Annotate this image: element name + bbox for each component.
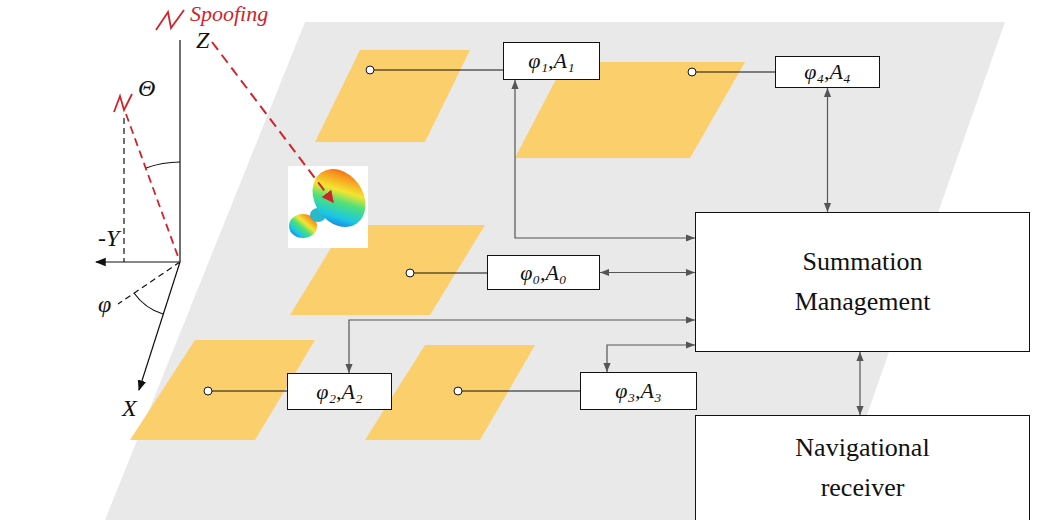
- spoofing-label: Spoofing: [190, 3, 268, 25]
- signal-connector: [349, 320, 695, 373]
- feed-point: [204, 387, 212, 395]
- feed-line: [374, 70, 503, 71]
- axis-label: -Y: [98, 226, 119, 250]
- signal-connector: [827, 88, 828, 212]
- node-text: φ₁,A₁: [520, 46, 582, 76]
- spoofing-ray: [126, 114, 180, 262]
- node-text: Navigational receiver: [748, 422, 978, 514]
- y-axis: [96, 261, 180, 262]
- spoofing-source-symbol: [156, 10, 184, 30]
- feed-point: [406, 269, 414, 277]
- axis-label: Z: [196, 28, 209, 52]
- pattern-main-lobe: [302, 159, 377, 237]
- projection-line: [118, 262, 180, 304]
- feed-point: [454, 387, 462, 395]
- x-axis: [139, 262, 180, 390]
- signal-connector: [859, 352, 860, 415]
- phase-amplitude-box: φ₀,A₀: [487, 255, 600, 290]
- angle-label: φ: [98, 292, 111, 316]
- receiver-block: Navigational receiver: [695, 415, 1030, 520]
- patch-element: [315, 50, 470, 142]
- node-text: φ₀,A₀: [512, 258, 574, 288]
- feed-point: [688, 68, 696, 76]
- feed-line: [212, 391, 287, 392]
- feed-line: [462, 391, 580, 392]
- phase-amplitude-box: φ₂,A₂: [287, 373, 392, 410]
- summation-block: Summation Management: [695, 212, 1030, 352]
- signal-connector: [600, 272, 695, 273]
- signal-connector: [607, 345, 695, 372]
- feed-point: [366, 66, 374, 74]
- node-text: Summation Management: [748, 236, 978, 328]
- theta-arc: [146, 162, 180, 168]
- feed-line: [414, 273, 487, 274]
- projection-line: [123, 118, 124, 262]
- angle-label: Θ: [138, 76, 155, 100]
- node-text: φ₄,A₄: [796, 57, 858, 87]
- spoofing-ray: [212, 42, 333, 202]
- axis-label: X: [122, 396, 137, 420]
- z-axis: [179, 40, 180, 262]
- node-text: φ₃,A₃: [607, 376, 669, 406]
- phase-amplitude-box: φ₃,A₃: [580, 372, 697, 410]
- spoofing-source-symbol: [114, 94, 132, 112]
- ground-plane: [105, 22, 1005, 520]
- feed-line: [696, 72, 775, 73]
- phi-arc: [134, 293, 163, 314]
- phase-amplitude-box: φ₁,A₁: [503, 42, 600, 80]
- node-text: φ₂,A₂: [308, 377, 370, 407]
- signal-connector: [515, 80, 695, 238]
- phase-amplitude-box: φ₄,A₄: [775, 56, 880, 88]
